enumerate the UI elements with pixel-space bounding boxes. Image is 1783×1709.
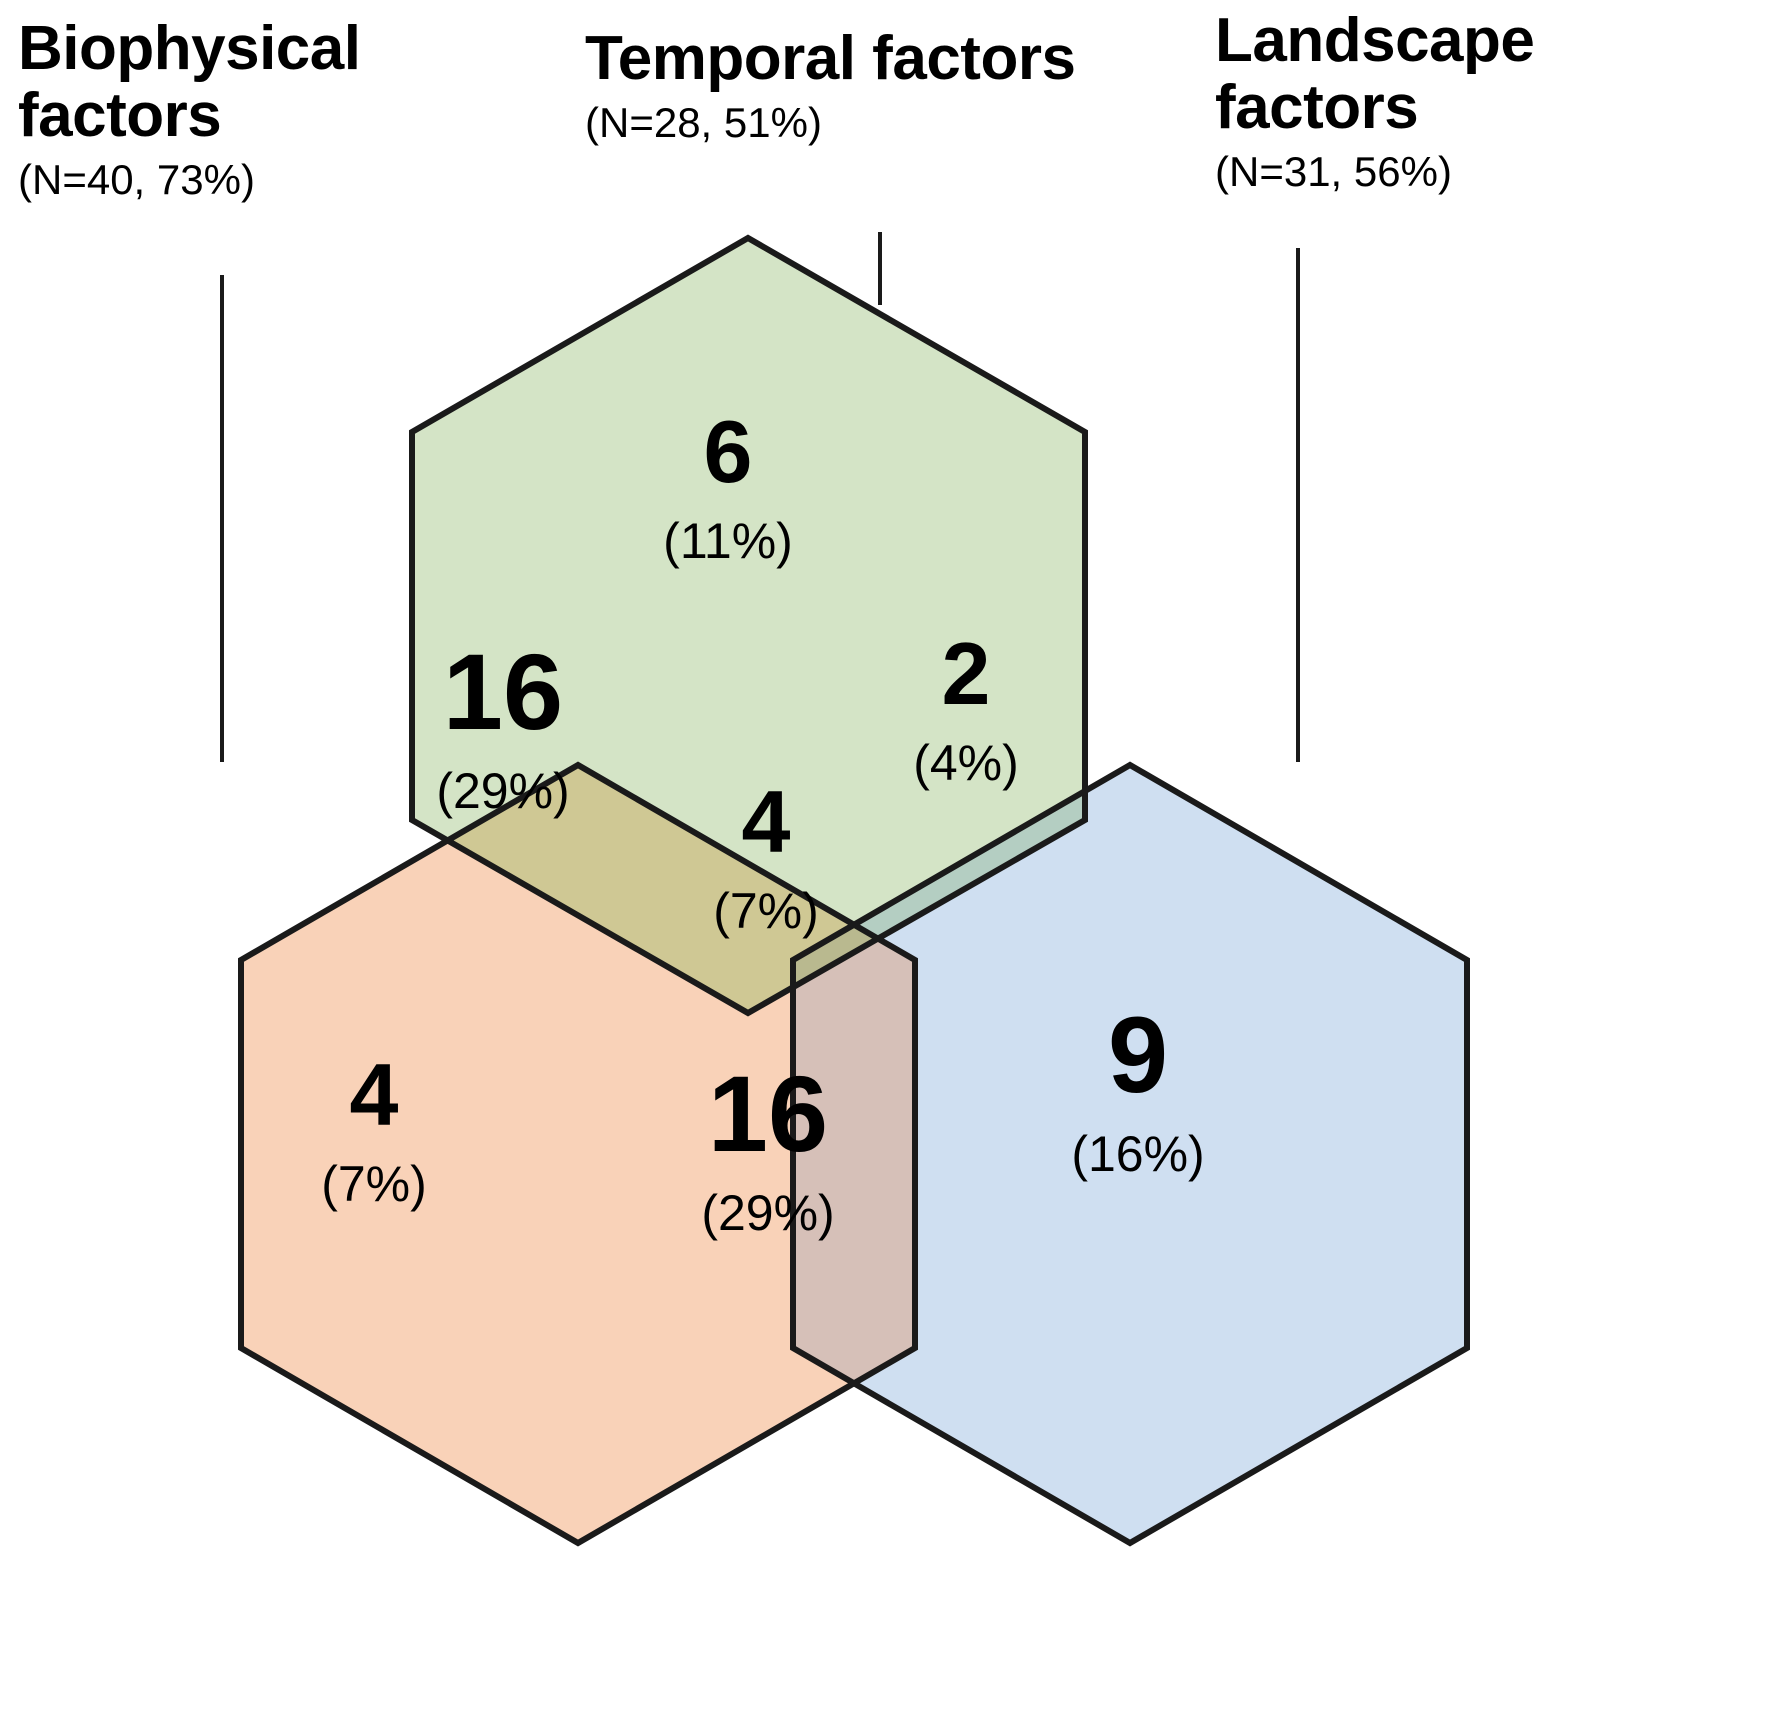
hexagon-landscape-fill xyxy=(793,765,1467,1543)
hexagon-biophysical-outline[interactable] xyxy=(238,761,918,1547)
group-subtitle-landscape: (N=31, 56%) xyxy=(1215,147,1452,195)
group-label-temporal: Temporal factors (N=28, 51%) xyxy=(585,24,1145,147)
group-label-biophysical: Biophysical factors (N=40, 73%) xyxy=(18,14,448,204)
hexagon-landscape-outline[interactable] xyxy=(790,761,1470,1547)
group-subtitle-biophysical: (N=40, 73%) xyxy=(18,155,255,203)
group-title-biophysical: Biophysical factors xyxy=(18,14,361,150)
overlap-biophysical-temporal xyxy=(412,765,915,1013)
group-title-temporal: Temporal factors xyxy=(585,24,1076,93)
hexagon-temporal-outline[interactable] xyxy=(409,234,1088,1017)
group-subtitle-temporal: (N=28, 51%) xyxy=(585,98,822,146)
group-title-landscape: Landscape factors xyxy=(1215,6,1535,142)
group-label-landscape: Landscape factors (N=31, 56%) xyxy=(1215,6,1775,196)
